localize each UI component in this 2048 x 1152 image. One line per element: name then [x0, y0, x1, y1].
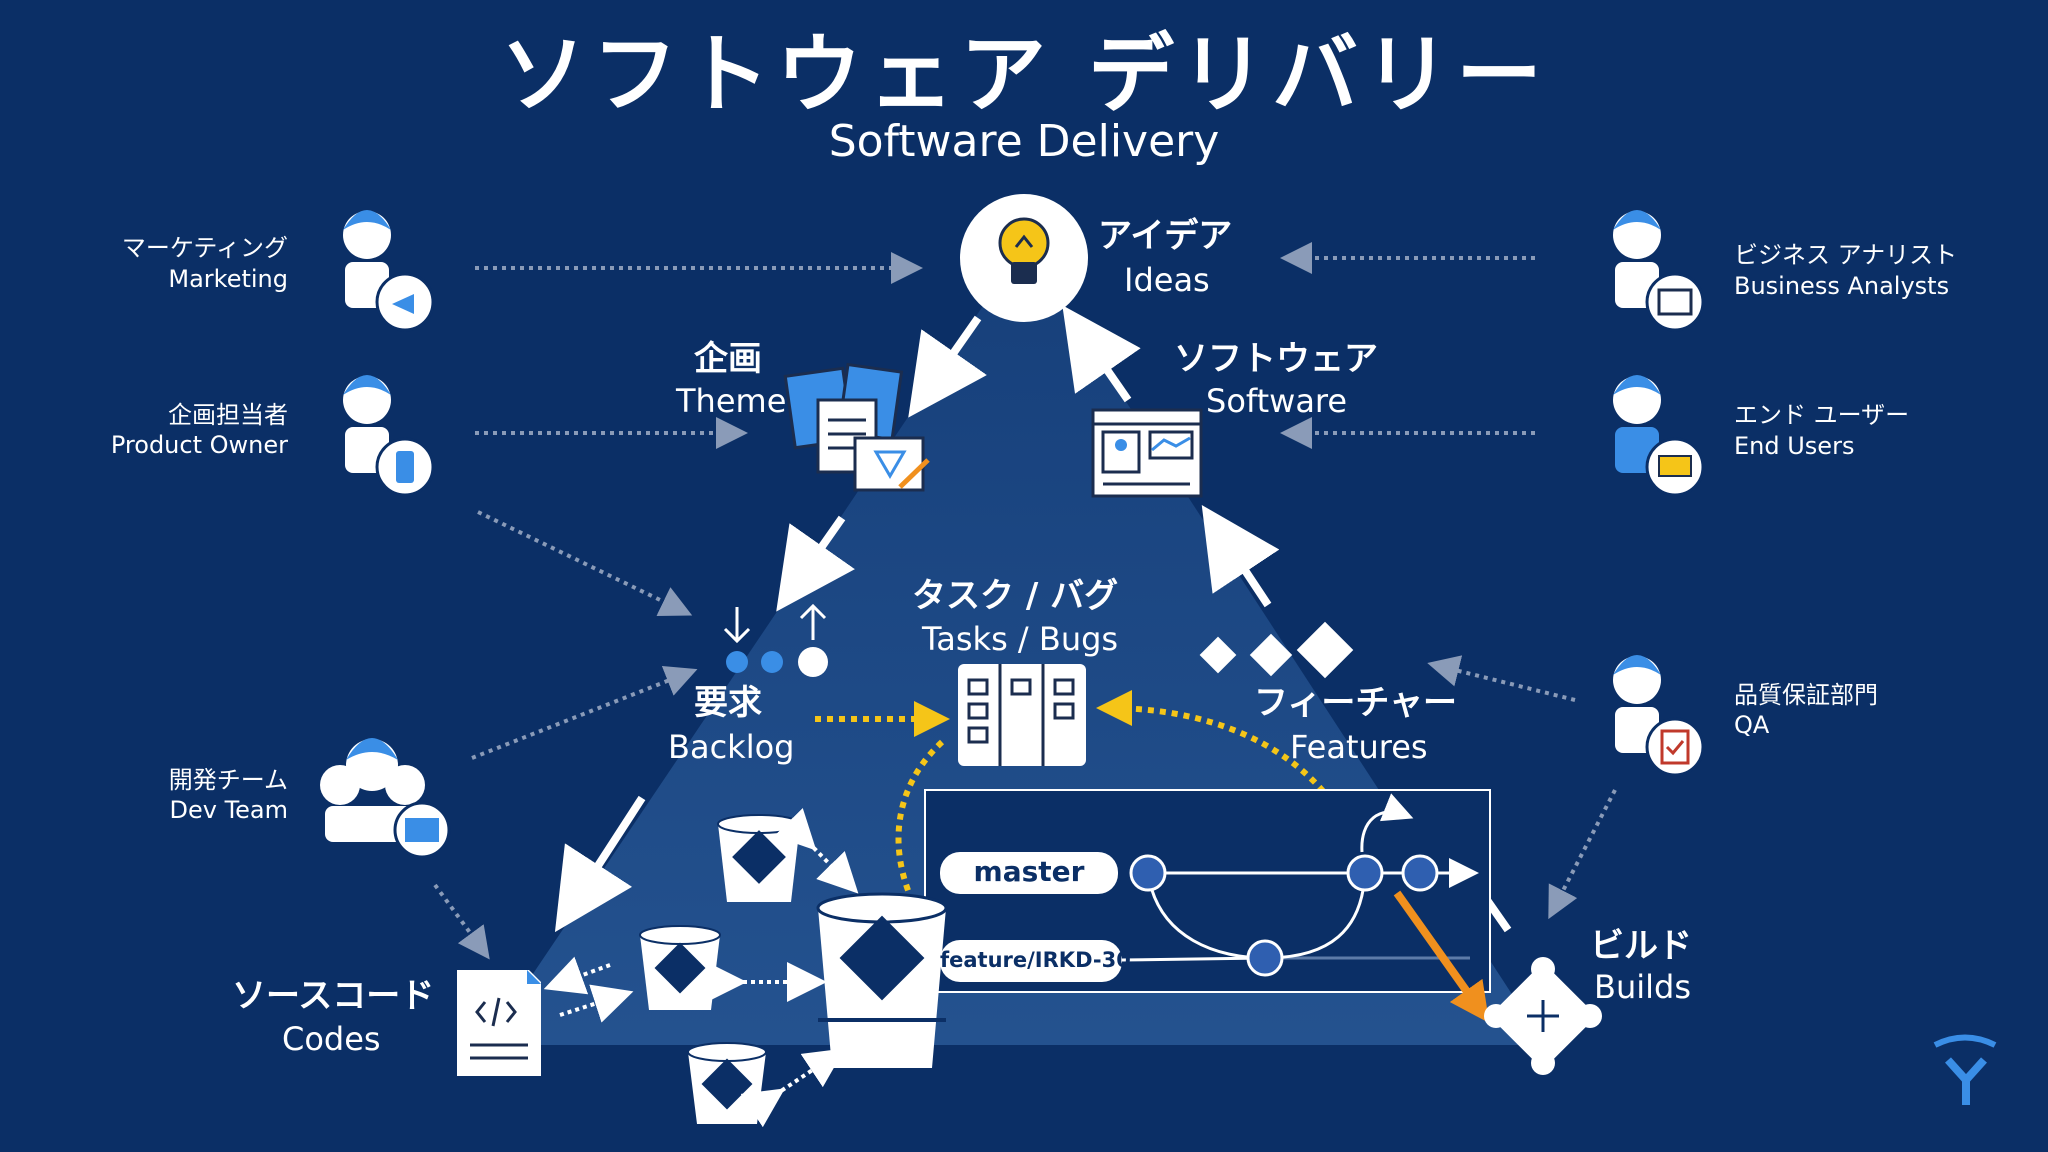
arrow-features-to-software	[1201, 504, 1280, 608]
terminal-icon	[405, 818, 439, 842]
git-branch-panel	[924, 789, 1491, 993]
repo-bottom-icon	[687, 1042, 767, 1124]
end-users-label-jp: エンド ユーザー	[1734, 401, 1910, 429]
page-title: ソフトウェア デリバリー	[500, 25, 1548, 125]
marketing-person-avatar	[343, 210, 435, 332]
business-analysts-label-en: Business Analysts	[1734, 272, 1950, 300]
software-label-en: Software	[1206, 382, 1348, 420]
arrow-software-to-ideas	[1062, 305, 1141, 403]
tasks-label-jp: タスク / バグ	[912, 576, 1119, 616]
laptop-icon	[1658, 455, 1692, 477]
theme-label-en: Theme	[676, 382, 787, 420]
backlog-label-jp: 要求	[694, 683, 762, 723]
arrow-git-to-builds	[1393, 890, 1490, 1024]
arrow-features-to-tasks	[1096, 690, 1358, 844]
arrow-ideas-to-theme	[908, 315, 987, 418]
arrow-product-owner-backlog	[477, 510, 693, 616]
end-user-person-avatar	[1613, 375, 1705, 497]
features-label-jp: フィーチャー	[1254, 683, 1457, 723]
arrow-qa-features	[1427, 655, 1576, 702]
mobile-phone-icon	[396, 451, 414, 483]
repo-top-icon	[717, 814, 801, 902]
git-feature-label: feature/IRKD-30	[940, 948, 1131, 972]
dev-team-label-jp: 開発チーム	[168, 766, 288, 794]
megaphone-icon	[392, 294, 414, 314]
software-window-icon	[1091, 408, 1203, 498]
build-gear-icon	[1484, 957, 1602, 1075]
ideas-label-en: Ideas	[1124, 261, 1210, 299]
arrow-theme-to-backlog	[776, 515, 855, 612]
qa-person-avatar	[1613, 655, 1705, 777]
theme-label-jp: 企画	[694, 339, 762, 379]
codes-label-jp: ソースコード	[232, 976, 435, 1016]
builds-label-en: Builds	[1594, 968, 1691, 1006]
master-label-pill	[940, 852, 1118, 894]
software-label-jp: ソフトウェア	[1174, 339, 1378, 379]
product-owner-person-avatar	[343, 375, 435, 497]
marketing-label-jp: マーケティング	[121, 234, 288, 262]
arrow-repo-top-main	[774, 807, 859, 894]
lightbulb-icon	[998, 217, 1050, 284]
arrow-dev-team-codes	[433, 883, 490, 960]
marketing-label-en: Marketing	[168, 265, 288, 293]
features-label-en: Features	[1290, 728, 1428, 766]
repo-middle-icon	[639, 925, 721, 1010]
task-board-icon	[958, 664, 1086, 766]
brand-logo-icon	[1933, 1034, 1997, 1105]
dev-team-avatars	[320, 738, 451, 859]
source-code-document-icon	[457, 970, 541, 1076]
repo-main-icon	[816, 892, 948, 1068]
end-users-label-en: End Users	[1734, 432, 1855, 460]
arrow-backlog-to-codes	[554, 795, 646, 933]
ideas-label-jp: アイデア	[1098, 216, 1233, 256]
arrow-qa-builds	[1548, 789, 1617, 920]
clipboard-check-icon	[1660, 729, 1690, 765]
arrow-dev-team-backlog	[471, 665, 698, 760]
arrow-repo-to-codes	[543, 956, 611, 995]
business-analysts-label-jp: ビジネス アナリスト	[1734, 241, 1958, 269]
qa-label-en: QA	[1734, 711, 1770, 739]
git-master-label: master	[973, 855, 1085, 888]
arrow-repo-bottom-main	[740, 1048, 845, 1128]
product-owner-label-en: Product Owner	[110, 431, 288, 459]
qa-label-jp: 品質保証部門	[1734, 681, 1878, 709]
dashboard-icon	[1657, 288, 1693, 316]
business-analyst-person-avatar	[1613, 210, 1705, 332]
feature-label-pill	[940, 940, 1122, 982]
backlog-label-en: Backlog	[668, 728, 795, 766]
arrow-codes-to-repo	[559, 984, 634, 1023]
tasks-label-en: Tasks / Bugs	[922, 620, 1119, 658]
codes-label-en: Codes	[282, 1020, 381, 1058]
builds-label-jp: ビルド	[1590, 926, 1692, 966]
feature-puzzle-icons	[1199, 621, 1354, 679]
dev-team-label-en: Dev Team	[169, 796, 288, 824]
product-owner-label-jp: 企画担当者	[168, 401, 288, 429]
theme-documents-icon	[783, 362, 930, 492]
page-subtitle: Software Delivery	[828, 116, 1220, 167]
backlog-dots-icon	[723, 603, 828, 677]
